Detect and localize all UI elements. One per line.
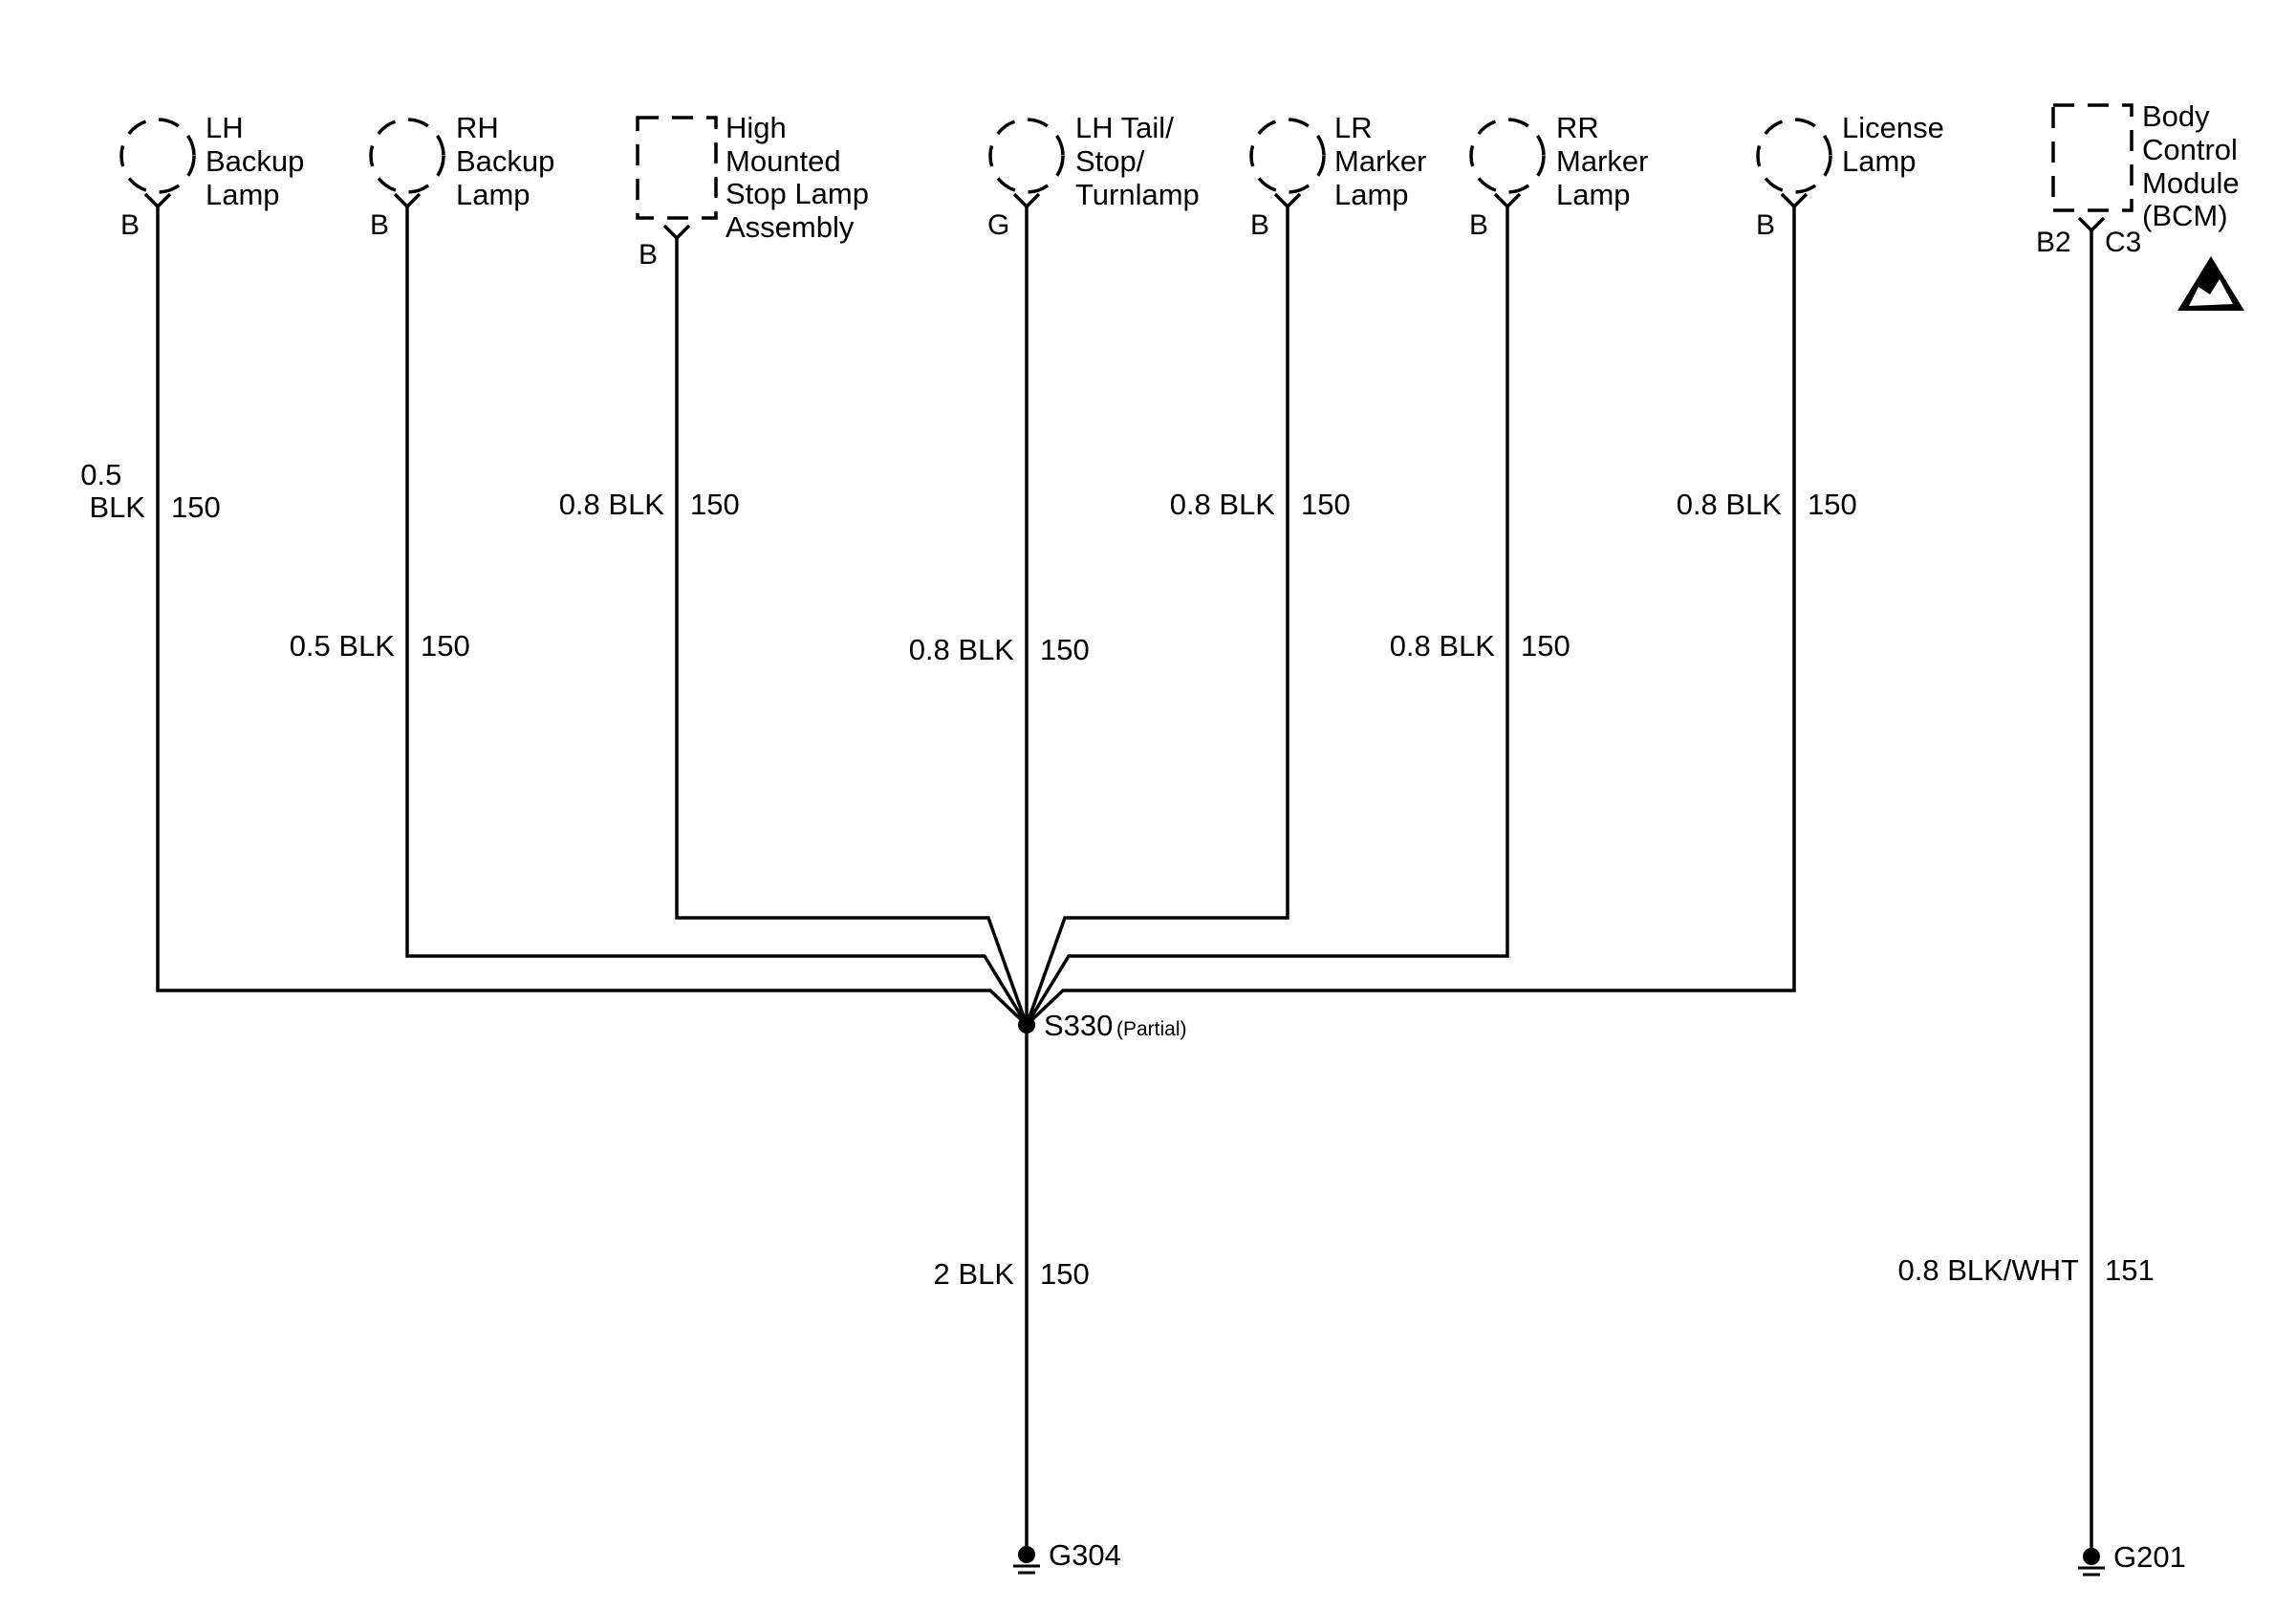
lamp-symbol-icon bbox=[119, 118, 196, 194]
lamp-symbol-icon bbox=[369, 118, 445, 194]
connector-icon bbox=[1012, 192, 1041, 209]
wire-lh-backup[interactable] bbox=[156, 207, 1029, 1027]
connector-icon bbox=[2077, 216, 2106, 233]
wire-harness bbox=[156, 207, 2093, 1551]
connector-icon bbox=[662, 224, 691, 241]
lamp-symbol-icon bbox=[1249, 118, 1326, 194]
circuit-number-label: 150 bbox=[1808, 488, 1857, 521]
circuit-number-label: 150 bbox=[690, 488, 740, 521]
component-label: RR Marker Lamp bbox=[1556, 111, 1657, 211]
component-label: High Mounted Stop Lamp Assembly bbox=[726, 111, 877, 244]
ground-g304[interactable]: G304 bbox=[1013, 1538, 1121, 1575]
connector-icon bbox=[1493, 192, 1522, 209]
pin-label-c3: C3 bbox=[2105, 227, 2141, 258]
component-lh-backup[interactable]: LH Backup Lamp B bbox=[119, 111, 313, 241]
component-label: License Lamp bbox=[1842, 111, 1952, 178]
wire-color-label: 0.5 BLK bbox=[80, 458, 145, 524]
pin-label-b2: B2 bbox=[2036, 227, 2071, 258]
splice-s330[interactable]: S330 (Partial) bbox=[1018, 1009, 1187, 1042]
component-label: LH Backup Lamp bbox=[206, 111, 313, 211]
splice-label: S330 bbox=[1044, 1009, 1113, 1042]
pin-label: B bbox=[1250, 209, 1269, 241]
wire-color-label: 0.8 BLK bbox=[1390, 629, 1496, 663]
splice-note: (Partial) bbox=[1116, 1018, 1187, 1040]
connector-icon bbox=[1273, 192, 1302, 209]
circuit-number-label: 150 bbox=[1040, 1257, 1090, 1291]
lamp-symbol-icon bbox=[988, 118, 1065, 194]
circuit-number-label: 150 bbox=[1521, 629, 1570, 663]
pin-label: B bbox=[1756, 209, 1775, 241]
pin-label: B bbox=[370, 209, 389, 241]
ground-icon bbox=[2078, 1548, 2105, 1577]
pin-label: B bbox=[120, 209, 140, 241]
wire-license[interactable] bbox=[1025, 207, 1796, 1027]
circuit-number-label: 151 bbox=[2105, 1253, 2155, 1287]
wire-color-label: 2 BLK bbox=[934, 1257, 1015, 1291]
wire-color-label: 0.8 BLK bbox=[559, 488, 665, 521]
wire-chmsl[interactable] bbox=[675, 238, 1029, 1026]
component-chmsl[interactable]: High Mounted Stop Lamp Assembly B bbox=[636, 111, 877, 271]
lamp-symbol-icon bbox=[1756, 118, 1832, 194]
circuit-number-label: 150 bbox=[421, 629, 470, 663]
component-label: RH Backup Lamp bbox=[456, 111, 563, 211]
component-rr-marker[interactable]: RR Marker Lamp B bbox=[1469, 111, 1657, 241]
wire-color-label: 0.8 BLK bbox=[909, 633, 1015, 666]
ground-label: G304 bbox=[1049, 1538, 1121, 1572]
ground-icon bbox=[1013, 1546, 1040, 1575]
pin-label: B bbox=[1469, 209, 1488, 241]
wire-color-label: 0.8 BLK bbox=[1170, 488, 1276, 521]
connector-icon bbox=[1780, 192, 1809, 209]
wire-labels: 0.5 BLK 150 0.5 BLK 150 0.8 BLK 150 0.8 … bbox=[80, 458, 2154, 1291]
component-lh-tail[interactable]: LH Tail/ Stop/ Turnlamp G bbox=[987, 111, 1200, 241]
connector-icon bbox=[393, 192, 422, 209]
pin-label: G bbox=[987, 209, 1009, 241]
esd-warning-icon bbox=[2177, 256, 2244, 311]
component-label: Body Control Module (BCM) bbox=[2142, 99, 2247, 232]
circuit-number-label: 150 bbox=[1301, 488, 1351, 521]
wire-color-label: 0.5 BLK bbox=[290, 629, 396, 663]
splice-dot-icon bbox=[1018, 1016, 1035, 1033]
lamp-symbol-icon bbox=[1469, 118, 1546, 194]
connector-icon bbox=[143, 192, 172, 209]
pin-label: B bbox=[639, 239, 658, 271]
module-box-icon bbox=[636, 116, 718, 220]
component-label: LH Tail/ Stop/ Turnlamp bbox=[1075, 111, 1200, 211]
circuit-number-label: 150 bbox=[1040, 633, 1090, 666]
component-lr-marker[interactable]: LR Marker Lamp B bbox=[1249, 111, 1435, 241]
component-bcm[interactable]: Body Control Module (BCM) B2 C3 bbox=[2036, 99, 2247, 311]
wire-lr-marker[interactable] bbox=[1025, 207, 1289, 1026]
wire-rr-marker[interactable] bbox=[1025, 207, 1509, 1026]
wire-color-label: 0.8 BLK/WHT bbox=[1898, 1253, 2080, 1287]
ground-label: G201 bbox=[2113, 1540, 2186, 1574]
circuit-number-label: 150 bbox=[171, 490, 221, 524]
component-rh-backup[interactable]: RH Backup Lamp B bbox=[369, 111, 563, 241]
component-license[interactable]: License Lamp B bbox=[1756, 111, 1952, 241]
component-label: LR Marker Lamp bbox=[1334, 111, 1435, 211]
wire-rh-backup[interactable] bbox=[405, 207, 1029, 1026]
ground-g201[interactable]: G201 bbox=[2078, 1540, 2186, 1577]
wire-color-label: 0.8 BLK bbox=[1677, 488, 1783, 521]
module-box-icon bbox=[2051, 103, 2134, 212]
